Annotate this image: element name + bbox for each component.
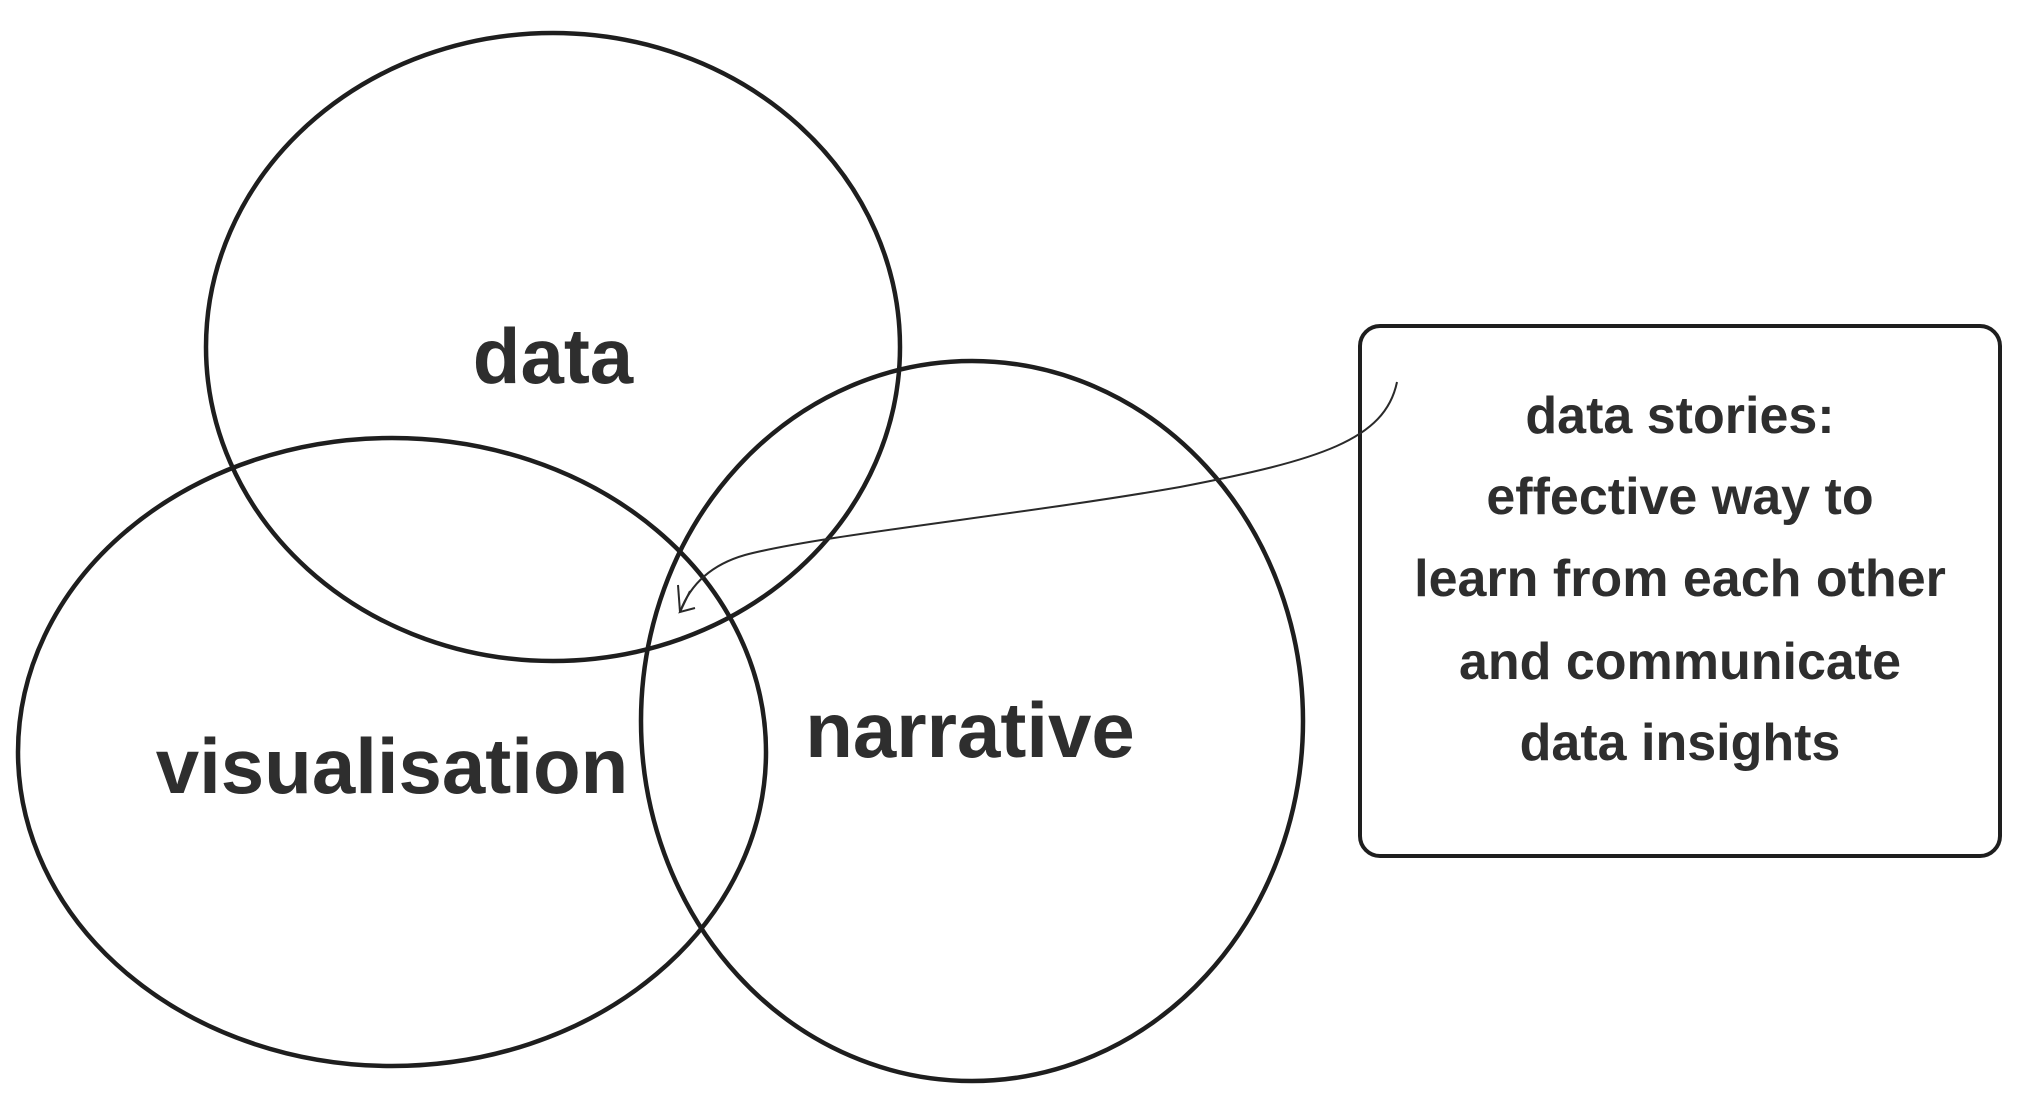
arrow-head-barb — [677, 584, 681, 613]
callout-text: data stories: effective way to learn fro… — [1414, 387, 1946, 772]
callout-line-1: data stories: — [1525, 387, 1834, 445]
callout-arrow-line — [679, 381, 1398, 613]
arrow-head-icon — [678, 590, 696, 614]
narrative-circle — [638, 358, 1306, 1084]
callout-line-3: learn from each other — [1414, 550, 1946, 608]
narrative-label: narrative — [805, 686, 1135, 774]
data-label: data — [473, 312, 634, 400]
callout-line-4: and communicate — [1459, 633, 1901, 691]
callout-line-5: data insights — [1520, 714, 1841, 772]
callout-box — [1358, 324, 2002, 858]
data-circle — [203, 30, 903, 664]
visualisation-label: visualisation — [156, 722, 629, 810]
visualisation-circle — [15, 435, 769, 1069]
callout-line-2: effective way to — [1486, 468, 1873, 526]
